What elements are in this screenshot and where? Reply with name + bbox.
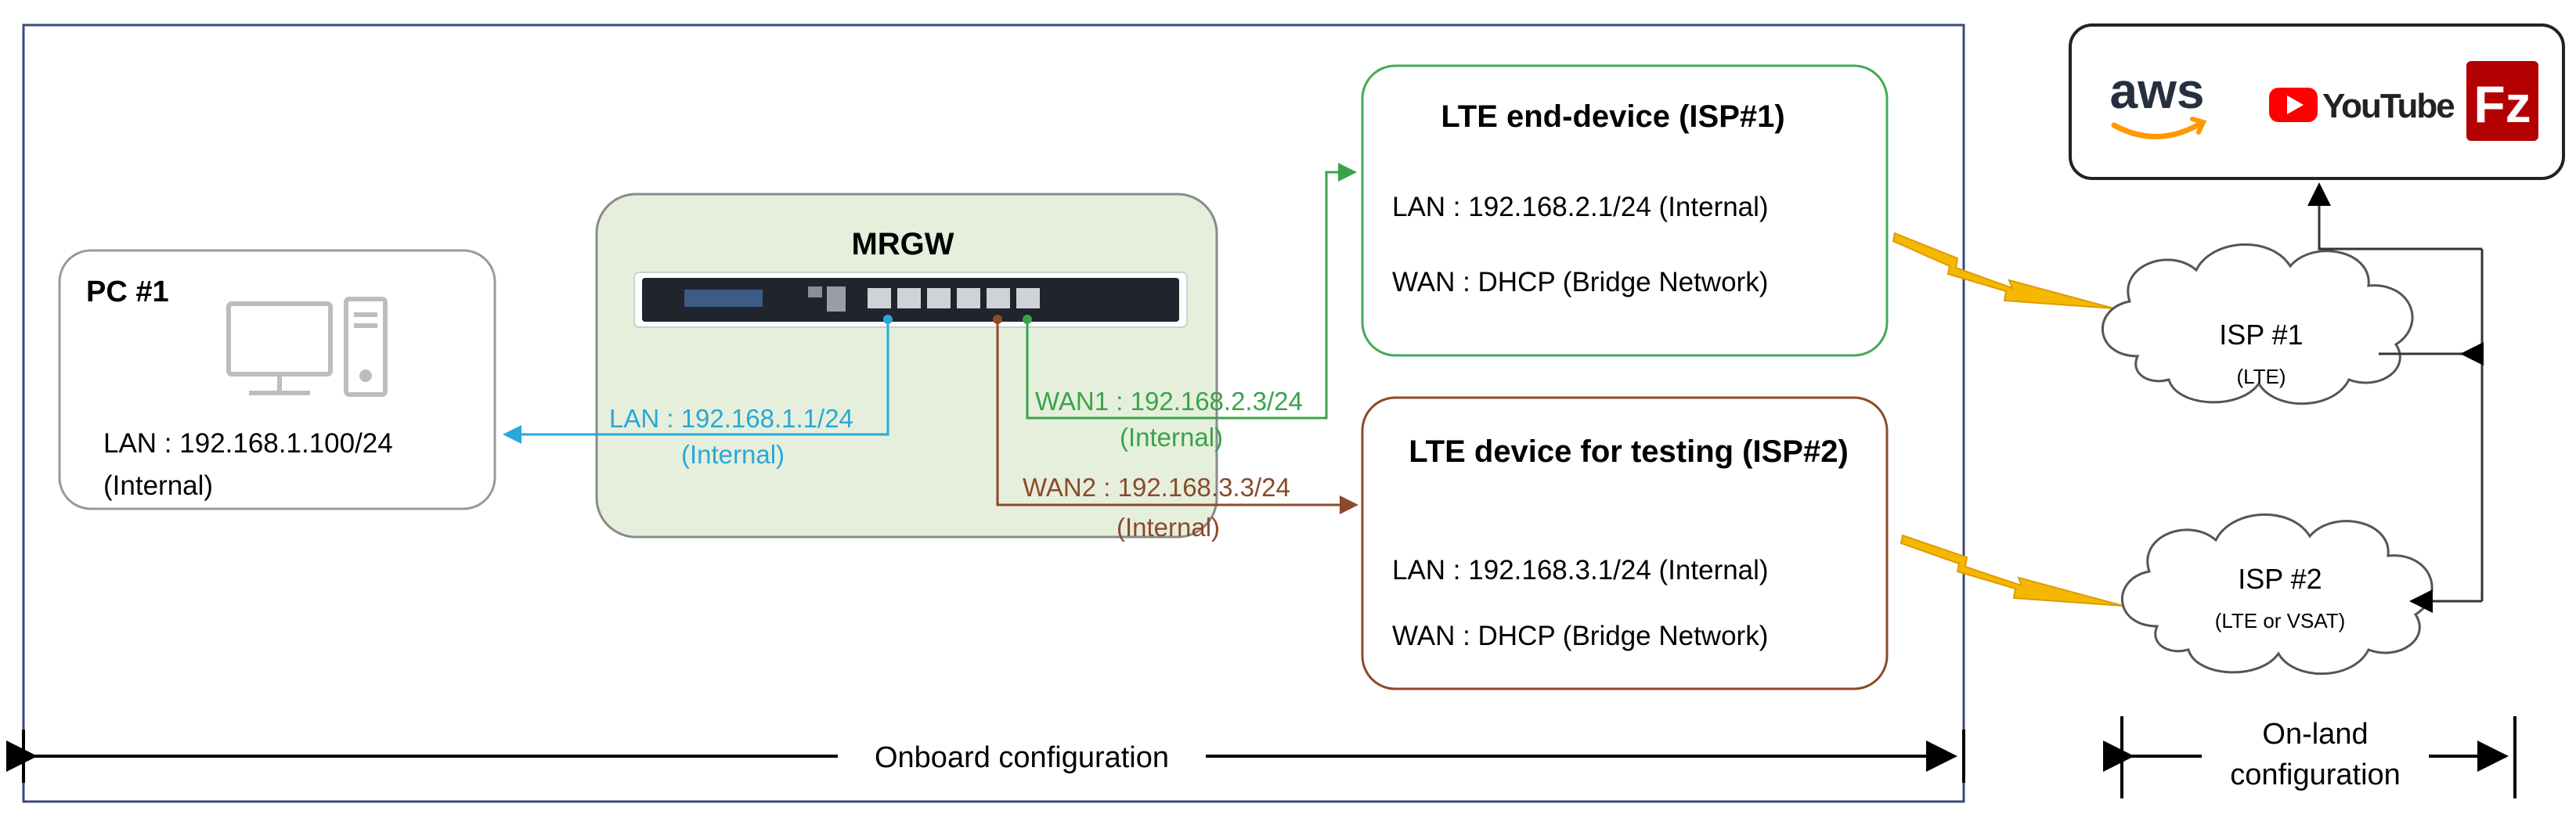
pc-title: PC #1 <box>86 276 169 308</box>
lte2-title: LTE device for testing (ISP#2) <box>1409 434 1849 469</box>
trunk-to-services <box>2307 182 2482 250</box>
lte2-wan: WAN : DHCP (Bridge Network) <box>1392 621 1768 651</box>
pc-lan: LAN : 192.168.1.100/24 <box>103 428 393 459</box>
youtube-logo: YouTube <box>2269 87 2455 125</box>
lan-link <box>503 321 889 444</box>
mrgw-lan-note: (Internal) <box>681 440 785 469</box>
onland-label-line2: configuration <box>2230 759 2401 791</box>
isp2-note: (LTE or VSAT) <box>2215 609 2346 632</box>
lte1-title: LTE end-device (ISP#1) <box>1441 99 1784 134</box>
isp1-note: (LTE) <box>2236 365 2286 388</box>
isp2-label: ISP #2 <box>2238 563 2322 595</box>
lte1-wan: WAN : DHCP (Bridge Network) <box>1392 267 1768 297</box>
wan2-label: WAN2 : 192.168.3.3/24 <box>1023 473 1290 502</box>
svg-text:YouTube: YouTube <box>2322 87 2454 125</box>
lightning-icon-isp2 <box>1900 534 2124 607</box>
isp1-cloud <box>2101 243 2414 405</box>
onboard-label: Onboard configuration <box>875 741 1169 774</box>
lte2-lan: LAN : 192.168.3.1/24 (Internal) <box>1392 555 1769 586</box>
wan1-note: (Internal) <box>1120 423 1223 452</box>
isp2-cloud <box>2120 513 2433 676</box>
onboard-frame <box>22 23 1965 803</box>
isp1-label: ISP #1 <box>2219 319 2303 351</box>
pc-lan-note: (Internal) <box>103 470 213 501</box>
mrgw-lan: LAN : 192.168.1.1/24 <box>609 404 853 433</box>
wan1-label: WAN1 : 192.168.2.3/24 <box>1035 387 1303 416</box>
lte2-box <box>1361 396 1889 690</box>
svg-text:Fz: Fz <box>2473 75 2531 133</box>
lte1-lan: LAN : 192.168.2.1/24 (Internal) <box>1392 192 1769 222</box>
router-device-icon <box>633 272 1188 328</box>
lte1-box <box>1361 64 1889 357</box>
computer-icon <box>226 297 388 397</box>
svg-text:aws: aws <box>2110 63 2205 119</box>
mrgw-title: MRGW <box>851 227 954 261</box>
filezilla-logo: Fz <box>2466 61 2538 141</box>
lightning-icon-isp1 <box>1892 232 2115 309</box>
wan1-link <box>1026 163 1357 420</box>
wan2-note: (Internal) <box>1117 513 1220 542</box>
aws-logo: aws <box>2110 63 2207 139</box>
wan2-link <box>996 321 1358 514</box>
onland-label-line1: On-land <box>2262 718 2368 751</box>
